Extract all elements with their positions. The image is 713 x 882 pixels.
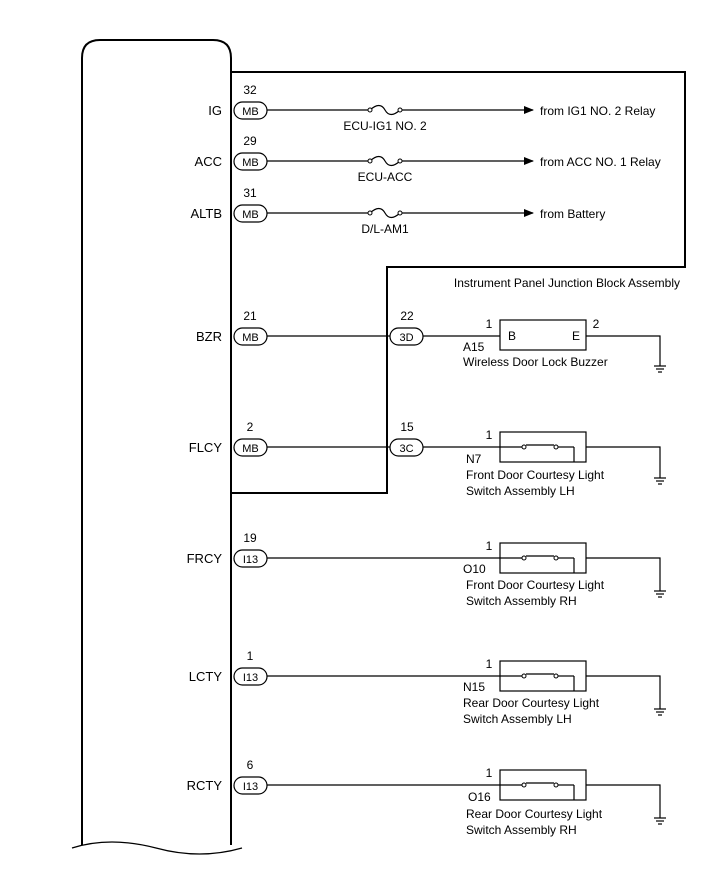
pin-number: 1 (247, 649, 254, 663)
ground-icon (654, 817, 666, 825)
signal-label: FLCY (189, 440, 223, 455)
fuse-icon (369, 155, 401, 167)
fuse-label: ECU-ACC (358, 170, 413, 184)
switch-contact-icon (500, 782, 575, 800)
switch-code: O16 (468, 790, 491, 804)
signal-label: IG (208, 103, 222, 118)
connector-label: I13 (243, 554, 258, 566)
jb-connector-label: 3D (399, 332, 413, 344)
switch-contact-icon (500, 444, 575, 462)
ecu-break-line (71, 841, 243, 855)
ecu-body-outline (81, 39, 232, 845)
pin-number: 31 (243, 186, 257, 200)
signal-label: FRCY (187, 551, 223, 566)
connector-label: MB (242, 106, 259, 118)
connector-label: I13 (243, 672, 258, 684)
pin-number: 19 (243, 531, 257, 545)
connector-label: MB (242, 443, 259, 455)
junction-block-outline (231, 71, 686, 494)
switch-name-line1: Front Door Courtesy Light (466, 468, 605, 482)
switch-code: O10 (463, 562, 486, 576)
pin-number: 32 (243, 83, 257, 97)
pin-number: 29 (243, 134, 257, 148)
fuse-label: ECU-IG1 NO. 2 (343, 119, 427, 133)
row-acc: ACC 29 MB ECU-ACC from ACC NO. 1 Relay (195, 134, 661, 184)
row-frcy: FRCY 19 I13 1 O10 Front Door Courtesy Li… (187, 531, 666, 608)
fuse-icon (369, 104, 401, 116)
signal-label: RCTY (187, 778, 223, 793)
switch-name-line1: Front Door Courtesy Light (466, 578, 605, 592)
buzzer-code: A15 (463, 340, 485, 354)
switch-code: N7 (466, 452, 482, 466)
switch-pin: 1 (486, 766, 493, 780)
switch-name-line2: Switch Assembly LH (463, 712, 572, 726)
buzzer-pin-out: 2 (593, 317, 600, 331)
junction-block-title: Instrument Panel Junction Block Assembly (454, 276, 680, 290)
source-label: from IG1 NO. 2 Relay (540, 104, 655, 118)
connector-label: MB (242, 209, 259, 221)
source-label: from Battery (540, 207, 605, 221)
buzzer-box (499, 319, 587, 351)
switch-name-line2: Switch Assembly RH (466, 823, 577, 837)
fuse-icon (369, 207, 401, 219)
signal-label: ALTB (190, 206, 222, 221)
pin-number: 2 (247, 420, 254, 434)
buzzer-term-out: E (572, 329, 580, 343)
source-label: from ACC NO. 1 Relay (540, 155, 661, 169)
row-flcy: FLCY 2 MB 15 3C 1 N7 Front Door Courtesy… (189, 420, 666, 498)
connector-label: I13 (243, 781, 258, 793)
ground-icon (654, 708, 666, 716)
jb-connector-label: 3C (399, 443, 413, 455)
signal-label: BZR (196, 329, 222, 344)
buzzer-term-in: B (508, 329, 516, 343)
ground-icon (654, 365, 666, 373)
buzzer-name: Wireless Door Lock Buzzer (463, 355, 608, 369)
signal-label: LCTY (189, 669, 223, 684)
switch-pin: 1 (486, 539, 493, 553)
switch-pin: 1 (486, 657, 493, 671)
connector-label: MB (242, 332, 259, 344)
switch-contact-icon (500, 555, 575, 573)
ground-icon (654, 590, 666, 598)
buzzer-pin-in: 1 (486, 317, 493, 331)
switch-name-line1: Rear Door Courtesy Light (466, 807, 603, 821)
fuse-label: D/L-AM1 (361, 222, 409, 236)
switch-name-line1: Rear Door Courtesy Light (463, 696, 600, 710)
pin-number: 6 (247, 758, 254, 772)
jb-pin-number: 15 (400, 420, 414, 434)
switch-name-line2: Switch Assembly RH (466, 594, 577, 608)
row-lcty: LCTY 1 I13 1 N15 Rear Door Courtesy Ligh… (189, 649, 666, 726)
switch-code: N15 (463, 680, 485, 694)
row-rcty: RCTY 6 I13 1 O16 Rear Door Courtesy Ligh… (187, 758, 666, 837)
connector-label: MB (242, 157, 259, 169)
row-ig: IG 32 MB ECU-IG1 NO. 2 from IG1 NO. 2 Re… (208, 83, 655, 133)
switch-name-line2: Switch Assembly LH (466, 484, 575, 498)
pin-number: 21 (243, 309, 257, 323)
switch-pin: 1 (486, 428, 493, 442)
row-bzr: BZR 21 MB 22 3D 1 B E 2 A15 Wireless Doo… (196, 309, 666, 373)
ground-icon (654, 477, 666, 485)
jb-pin-number: 22 (400, 309, 414, 323)
signal-label: ACC (195, 154, 222, 169)
row-altb: ALTB 31 MB D/L-AM1 from Battery (190, 186, 605, 236)
switch-contact-icon (500, 673, 575, 691)
